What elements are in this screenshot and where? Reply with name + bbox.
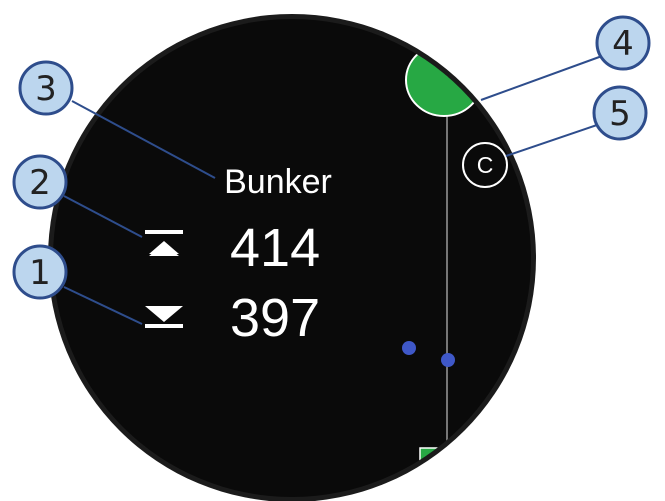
callout-4: 4 (595, 15, 651, 71)
svg-text:4: 4 (612, 24, 634, 64)
callout-4-leader (480, 55, 603, 101)
course-marker-label: C (477, 152, 494, 178)
front-distance-icon (145, 306, 183, 328)
svg-text:3: 3 (35, 69, 57, 109)
svg-text:5: 5 (609, 94, 631, 134)
carry-distance-icon (145, 230, 183, 256)
front-distance-value: 397 (230, 288, 320, 348)
callout-5-leader (505, 124, 598, 157)
hazard-marker[interactable] (402, 341, 416, 355)
course-marker[interactable]: C (462, 142, 508, 188)
callout-5: 5 (592, 85, 648, 141)
callout-1-leader (63, 286, 143, 325)
callout-3: 3 (18, 60, 74, 116)
svg-text:2: 2 (29, 163, 51, 203)
svg-text:1: 1 (29, 253, 51, 293)
watch-screen (53, 19, 531, 497)
carry-distance-value: 414 (230, 218, 320, 278)
callout-2: 2 (12, 154, 68, 210)
green-shape-body[interactable] (405, 43, 483, 117)
player-position-marker[interactable] (441, 353, 455, 367)
callout-3-leader (71, 100, 216, 179)
callout-2-leader (63, 195, 143, 238)
callout-1: 1 (12, 244, 68, 300)
hazard-name: Bunker (224, 163, 332, 201)
